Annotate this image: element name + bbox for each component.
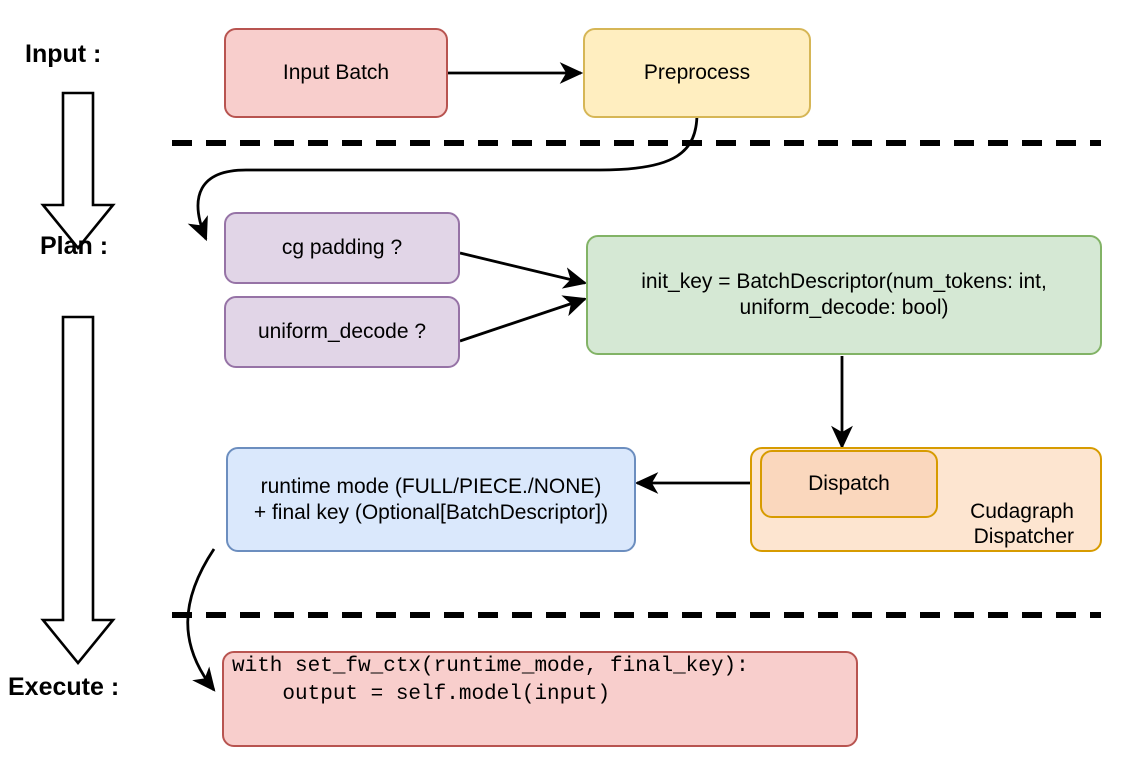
node-init-key[interactable]: init_key = BatchDescriptor(num_tokens: i… — [586, 235, 1102, 355]
execute-code-line2: output = self.model(input) — [232, 683, 611, 707]
runtime-mode-to-execute-code — [186, 548, 216, 692]
node-cudagraph-dispatcher-line1: Cudagraph — [970, 499, 1074, 523]
node-runtime-mode-line1: runtime mode (FULL/PIECE./NONE) — [260, 474, 602, 498]
node-cg-padding[interactable]: cg padding ? — [224, 212, 460, 284]
input-to-plan-stage-arrow — [40, 91, 116, 251]
stage-label-plan: Plan : — [40, 232, 109, 260]
execute-code-line1: with set_fw_ctx(runtime_mode, final_key)… — [232, 655, 749, 678]
node-uniform-decode-label: uniform_decode ? — [257, 320, 427, 344]
node-preprocess[interactable]: Preprocess — [583, 28, 811, 118]
node-dispatch[interactable]: Dispatch — [760, 450, 938, 518]
node-init-key-line2: uniform_decode: bool) — [739, 296, 949, 319]
plan-to-execute-stage-arrow — [40, 315, 116, 666]
node-cudagraph-dispatcher-line2: Dispatcher — [973, 525, 1074, 549]
node-input-batch-label: Input Batch — [282, 61, 390, 85]
node-input-batch[interactable]: Input Batch — [224, 28, 448, 118]
node-cg-padding-label: cg padding ? — [281, 236, 403, 260]
stage-label-execute: Execute : — [8, 673, 120, 701]
node-dispatch-label: Dispatch — [808, 472, 890, 496]
uniform-decode-to-init-key — [459, 295, 588, 343]
node-init-key-line1: init_key = BatchDescriptor(num_tokens: i… — [641, 270, 1047, 294]
node-runtime-mode-line2: + final key (Optional[BatchDescriptor]) — [253, 500, 609, 524]
node-uniform-decode[interactable]: uniform_decode ? — [224, 296, 460, 368]
stage-label-input: Input : — [25, 40, 102, 68]
cg-padding-to-init-key — [459, 251, 588, 289]
node-runtime-mode[interactable]: runtime mode (FULL/PIECE./NONE) + final … — [226, 447, 636, 552]
preprocess-to-cg-padding — [187, 112, 699, 242]
node-execute-code[interactable]: with set_fw_ctx(runtime_mode, final_key)… — [222, 651, 858, 747]
node-preprocess-label: Preprocess — [643, 61, 751, 85]
